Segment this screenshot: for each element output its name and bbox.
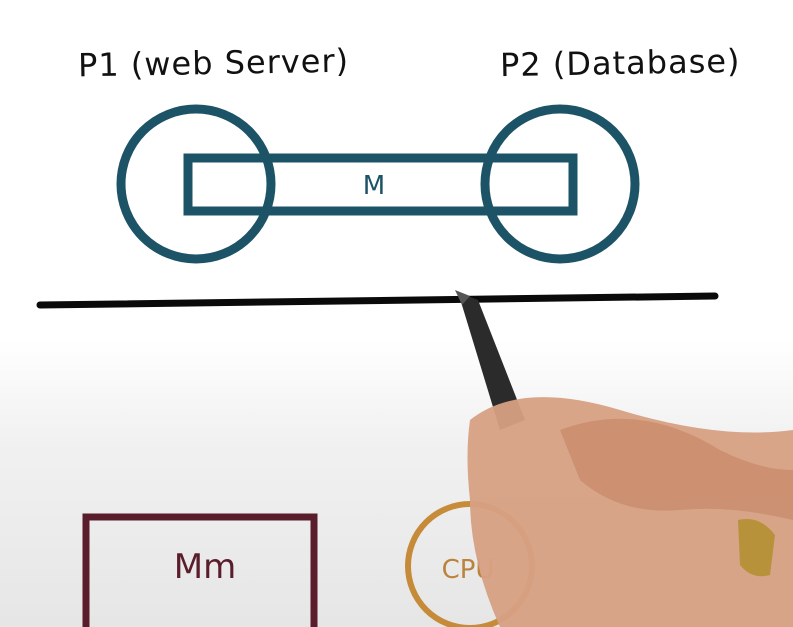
divider-line (36, 292, 719, 309)
process-p1-circle (116, 104, 276, 264)
shared-memory-label: M (363, 171, 385, 201)
shared-memory-box (183, 153, 578, 216)
main-memory-box (82, 513, 318, 627)
process-p2-circle (480, 104, 640, 264)
hand-with-marker-image (455, 290, 793, 627)
main-memory-label: Mm (174, 547, 236, 587)
